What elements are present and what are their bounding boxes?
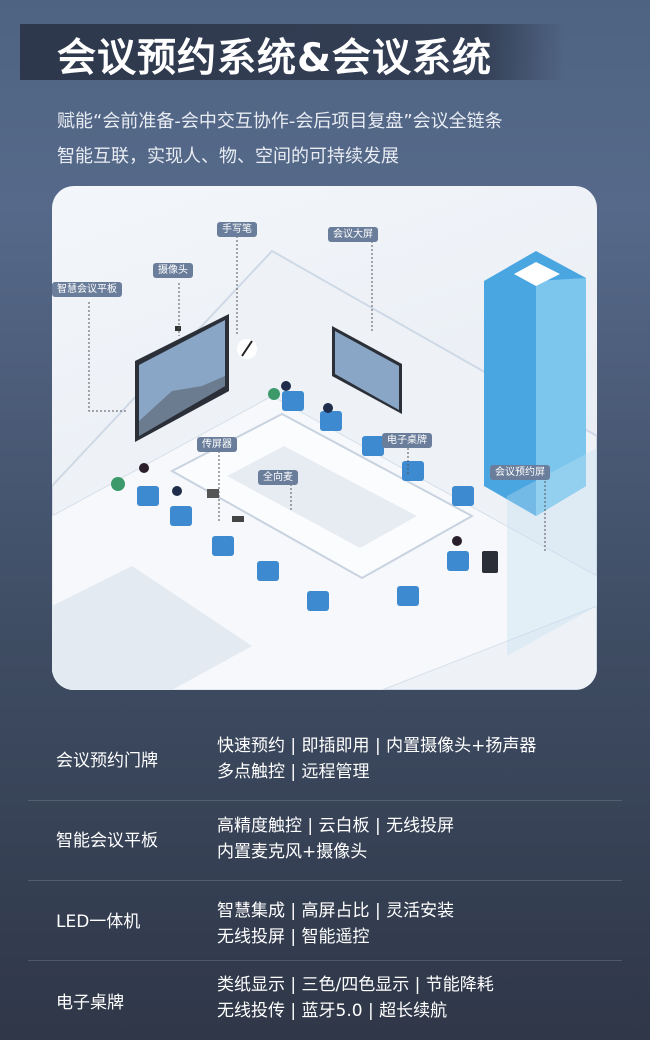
divider [28, 880, 622, 881]
product-features-2: 无线投屏 | 智能遥控 [217, 927, 370, 947]
product-name: LED一体机 [56, 912, 141, 932]
divider [28, 960, 622, 961]
subtitle-line-1: 赋能“会前准备-会中交互协作-会后项目复盘”会议全链条 [57, 111, 503, 132]
label-e-nameplate: 电子桌牌 [382, 433, 432, 448]
label-omni-mic: 全向麦 [258, 470, 298, 485]
product-name: 会议预约门牌 [56, 751, 158, 771]
laptop-icon [207, 489, 219, 498]
label-pen: 手写笔 [217, 222, 257, 237]
label-smart-panel: 智慧会议平板 [52, 282, 122, 297]
product-features-2: 多点触控 | 远程管理 [217, 762, 370, 782]
product-features-1: 类纸显示 | 三色/四色显示 | 节能降耗 [217, 975, 494, 995]
product-features-1: 智慧集成 | 高屏占比 | 灵活安装 [217, 901, 455, 921]
product-features-2: 内置麦克风+摄像头 [217, 842, 368, 862]
product-features-1: 快速预约 | 即插即用 | 内置摄像头+扬声器 [217, 736, 537, 756]
label-camera: 摄像头 [153, 263, 193, 278]
page-title: 会议预约系统&会议系统 [57, 36, 493, 81]
label-big-screen: 会议大屏 [328, 227, 378, 242]
label-booking-screen: 会议预约屏 [490, 465, 550, 480]
meeting-room-illustration: 手写笔 会议大屏 摄像头 智慧会议平板 传屏器 全向麦 电子桌牌 会议预约屏 [52, 186, 597, 690]
product-name: 电子桌牌 [56, 993, 124, 1013]
camera-icon [175, 326, 181, 331]
screen-share-device-icon [232, 516, 244, 522]
divider [28, 800, 622, 801]
title-band [20, 24, 565, 80]
product-features-1: 高精度触控 | 云白板 | 无线投屏 [217, 816, 455, 836]
product-name: 智能会议平板 [56, 831, 158, 851]
label-screen-share: 传屏器 [197, 437, 237, 452]
subtitle-line-2: 智能互联，实现人、物、空间的可持续发展 [57, 146, 399, 167]
room-scene [52, 236, 597, 690]
product-features-2: 无线投传 | 蓝牙5.0 | 超长续航 [217, 1001, 448, 1021]
booking-screen-icon [482, 551, 498, 573]
